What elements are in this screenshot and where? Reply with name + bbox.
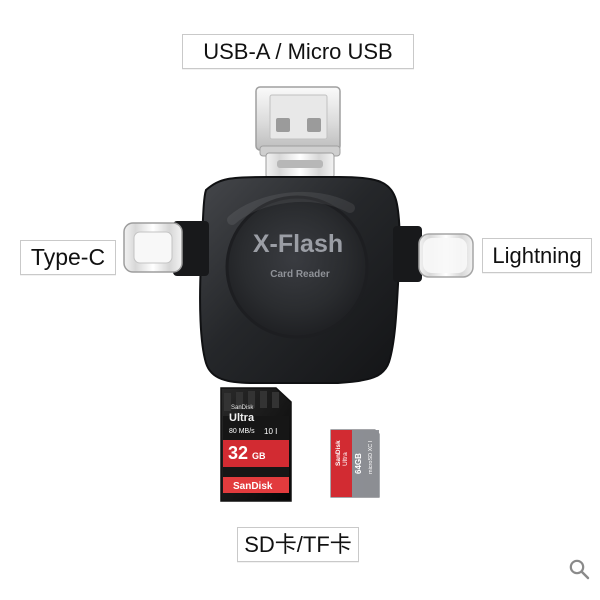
sd-class-marks: 10 I bbox=[264, 427, 277, 436]
sd-brand-band: SanDisk bbox=[233, 481, 273, 492]
sd-speed: 80 MB/s bbox=[229, 428, 255, 435]
lightning-connector bbox=[393, 226, 474, 282]
tf-marks: microSD XC I bbox=[368, 440, 374, 474]
type-c-connector bbox=[123, 221, 209, 276]
type-c-label: Type-C bbox=[20, 240, 116, 275]
usb-label: USB-A / Micro USB bbox=[182, 34, 414, 69]
tf-card: SanDisk Ultra 64GB microSD XC I bbox=[330, 429, 380, 498]
lightning-label: Lightning bbox=[482, 238, 592, 273]
brand-text: X-Flash bbox=[253, 230, 343, 258]
tf-brand: SanDisk bbox=[335, 440, 342, 466]
usb-connector bbox=[255, 86, 341, 179]
card-reader-body bbox=[199, 176, 401, 384]
tf-capacity: 64GB bbox=[354, 453, 363, 474]
sd-brand-small: SanDisk bbox=[231, 405, 254, 411]
sd-card: SanDisk Ultra 80 MB/s 10 I 32 GB SanDisk bbox=[220, 387, 292, 502]
brand-subtitle: Card Reader bbox=[270, 269, 330, 280]
sd-capacity: 32 bbox=[228, 443, 248, 463]
sd-tf-label: SD卡/TF卡 bbox=[237, 527, 359, 562]
search-icon[interactable] bbox=[567, 557, 591, 581]
tf-series: Ultra bbox=[342, 452, 349, 466]
sd-unit: GB bbox=[252, 451, 266, 461]
sd-series: Ultra bbox=[229, 412, 255, 424]
